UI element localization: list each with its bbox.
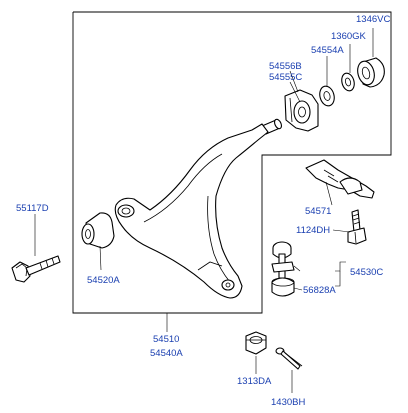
stabilizer-link-54530C (271, 241, 295, 297)
label-1124DH: 1124DH (296, 225, 330, 236)
label-54530C: 54530C (350, 267, 383, 278)
nut-1313DA (245, 331, 267, 355)
label-55117D: 55117D (16, 203, 49, 214)
assembly-frame (72, 11, 392, 314)
lower-control-arm-54510 (114, 123, 269, 299)
label-1313DA: 1313DA (237, 376, 272, 387)
label-54554A: 54554A (311, 45, 344, 56)
washer-1360GK (341, 72, 355, 92)
part-number-labels: 1346VC 1360GK 54554A 54556B 54555C 54571… (16, 14, 390, 408)
washer-54554A (319, 85, 335, 107)
label-54510: 54510 (153, 334, 179, 345)
label-1430BH: 1430BH (271, 397, 305, 408)
leader-lines (34, 28, 374, 393)
bushing-1346VC (357, 57, 385, 88)
bushing-housing-54556B (284, 89, 319, 132)
bracket-54571 (305, 159, 375, 199)
label-56828A: 56828A (303, 285, 336, 296)
label-54520A: 54520A (87, 275, 120, 286)
rear-bushing-assembly (261, 57, 385, 135)
label-54556B: 54556B (269, 61, 302, 72)
front-bushing-54520A (81, 212, 115, 249)
bolt-1124DH (347, 209, 367, 245)
label-54555C: 54555C (269, 72, 302, 83)
label-54571: 54571 (305, 206, 331, 217)
label-54540A: 54540A (150, 348, 183, 359)
bolt-55117D (11, 255, 61, 283)
cotter-pin-1430BH (275, 347, 303, 370)
label-1360GK: 1360GK (331, 31, 367, 42)
label-1346VC: 1346VC (356, 14, 390, 25)
